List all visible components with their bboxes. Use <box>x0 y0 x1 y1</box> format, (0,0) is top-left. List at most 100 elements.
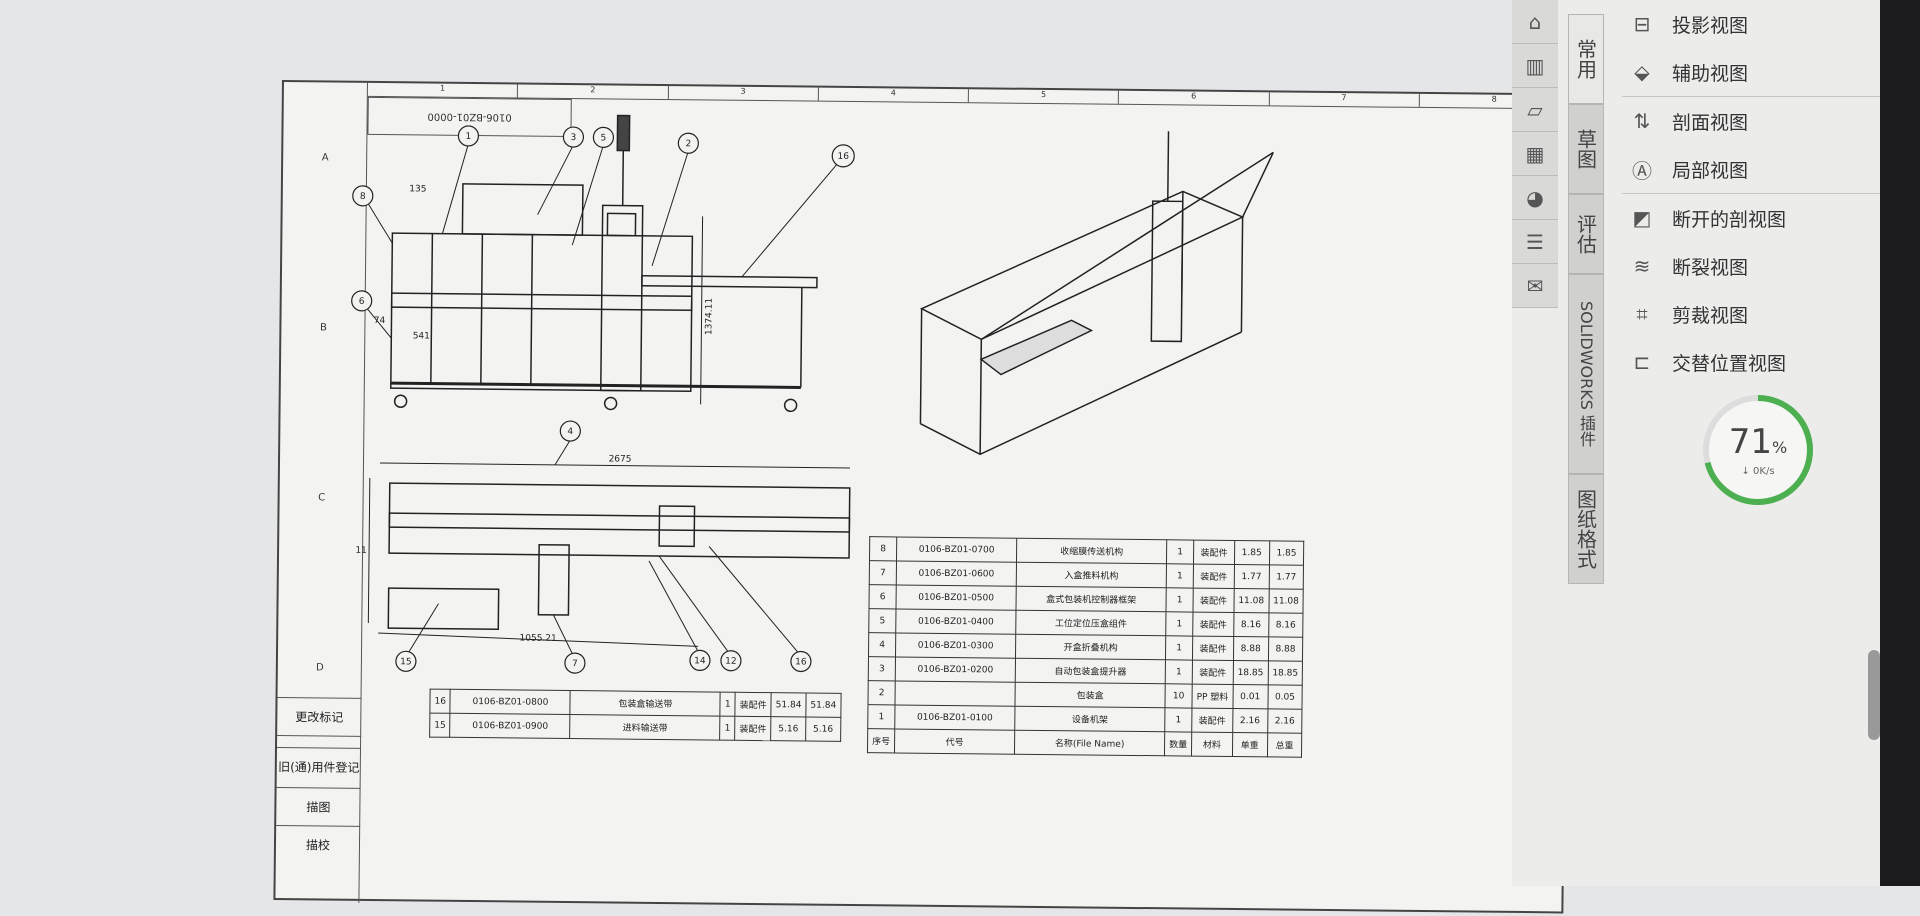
dimension: 74 <box>374 316 386 326</box>
balloon: 12 <box>725 657 737 667</box>
table-cell: 6 <box>868 584 897 609</box>
table-cell <box>895 680 1016 707</box>
table-cell: 设备机架 <box>1014 706 1165 732</box>
table-cell: 0106-BZ01-0400 <box>895 608 1017 635</box>
table-cell: 包装盒 <box>1014 682 1166 708</box>
table-cell: 装配件 <box>734 716 772 741</box>
table-cell: 装配件 <box>1192 612 1234 637</box>
table-cell: 1.77 <box>1268 564 1304 590</box>
table-cell: 0106-BZ01-0900 <box>450 713 571 739</box>
table-cell: 装配件 <box>1191 708 1233 733</box>
table-cell: 11.08 <box>1268 588 1304 614</box>
front-view[interactable] <box>366 113 839 413</box>
home-icon[interactable]: ⌂ <box>1512 0 1558 44</box>
table-cell: 1 <box>1165 587 1194 613</box>
table-cell: 16 <box>429 689 451 714</box>
drawing-sheet[interactable]: 1 2 3 4 5 6 7 8 A B C D 更改标记 旧(通)用件登记 描图… <box>273 80 1572 914</box>
table-cell: 0.05 <box>1267 684 1303 710</box>
table-cell: 装配件 <box>1193 540 1235 565</box>
isometric-view[interactable] <box>919 129 1274 458</box>
menu-item-label: 剪裁视图 <box>1672 304 1749 327</box>
tab-evaluate[interactable]: 评估 <box>1568 194 1604 274</box>
menu-item-label: 局部视图 <box>1672 159 1749 182</box>
table-row: 序号代号名称(File Name)数量材料单重总重 <box>867 728 1302 758</box>
table-cell: 名称(File Name) <box>1014 730 1165 756</box>
menu-item-auxiliary-view[interactable]: ⬙辅助视图 <box>1622 48 1880 96</box>
table-cell: 4 <box>868 632 896 657</box>
folder-icon[interactable]: ▱ <box>1512 88 1558 132</box>
table-cell: 18.85 <box>1232 660 1268 685</box>
menu-item-crop-view[interactable]: ⌗剪裁视图 <box>1622 290 1880 338</box>
table-cell: 1.85 <box>1234 540 1270 565</box>
parts-icon[interactable]: ▥ <box>1512 44 1558 88</box>
menu-item-label: 断裂视图 <box>1672 256 1749 279</box>
table-cell: 材料 <box>1191 732 1233 757</box>
balloon: 7 <box>572 659 578 669</box>
balloon: 2 <box>685 139 691 149</box>
auxiliary-view-icon: ⬙ <box>1634 60 1650 84</box>
table-cell: 装配件 <box>1192 636 1234 661</box>
network-gauge: 71% ↓ 0K/s <box>1700 392 1816 508</box>
gauge-speed: ↓ 0K/s <box>1741 466 1775 477</box>
balloon: 1 <box>465 132 471 142</box>
task-pane-icon-column: ⌂▥▱▦◕☰✉ <box>1512 0 1558 308</box>
menu-separator <box>1622 193 1880 194</box>
menu-item-alternate-position[interactable]: ⊏交替位置视图 <box>1622 338 1880 386</box>
table-cell: 包装盒输送带 <box>570 690 721 717</box>
screen-bezel <box>1880 0 1920 886</box>
tab-sheet-format[interactable]: 图纸格式 <box>1568 474 1604 584</box>
appearance-icon[interactable]: ◕ <box>1512 176 1558 220</box>
table-cell: 10 <box>1164 683 1193 709</box>
menu-item-section-view[interactable]: ⇅剖面视图 <box>1622 97 1880 145</box>
table-cell: 0.01 <box>1232 684 1268 709</box>
menu-item-broken-out-section[interactable]: ◩断开的剖视图 <box>1622 194 1880 242</box>
table-cell: 8.88 <box>1233 636 1269 661</box>
top-view[interactable] <box>367 438 851 658</box>
table-cell: 1 <box>1165 635 1193 661</box>
table-cell: 8.16 <box>1233 612 1269 637</box>
table-cell: 2.16 <box>1267 708 1303 734</box>
detail-view-icon: Ⓐ <box>1632 158 1652 183</box>
command-tabs: 常用 草图 评估 SOLIDWORKS 插件 图纸格式 <box>1568 14 1608 584</box>
table-cell: 3 <box>868 656 896 681</box>
balloon: 15 <box>400 657 412 667</box>
table-cell: 11.08 <box>1233 588 1269 613</box>
scrollbar[interactable] <box>1868 650 1880 740</box>
table-cell: 1.77 <box>1233 564 1269 589</box>
table-cell: 装配件 <box>1193 588 1234 613</box>
balloon: 16 <box>837 152 849 162</box>
section-view-icon: ⇅ <box>1633 109 1651 133</box>
table-cell: 0106-BZ01-0800 <box>450 689 571 715</box>
tab-common[interactable]: 常用 <box>1568 14 1604 104</box>
tab-sketch[interactable]: 草图 <box>1568 104 1604 194</box>
table-cell: 18.85 <box>1267 660 1303 686</box>
table-cell: 51.84 <box>805 693 841 718</box>
table-cell: 51.84 <box>771 692 807 718</box>
forum-icon[interactable]: ✉ <box>1512 264 1558 308</box>
table-cell: 工位定位压盒组件 <box>1015 610 1166 636</box>
table-cell: 0106-BZ01-0200 <box>895 656 1016 683</box>
menu-item-label: 断开的剖视图 <box>1672 208 1787 231</box>
menu-item-detail-view[interactable]: Ⓐ 局部视图 <box>1622 145 1880 193</box>
dimension: 2675 <box>609 454 632 464</box>
drawing-views: 1 3 5 2 16 8 6 4 15 7 14 12 16 135 74 54… <box>351 113 1274 674</box>
menu-item-label: 交替位置视图 <box>1672 352 1787 375</box>
menu-item-projected-view[interactable]: ⊟投影视图 <box>1622 0 1880 48</box>
view-palette-icon[interactable]: ▦ <box>1512 132 1558 176</box>
table-cell: 2.16 <box>1232 708 1268 733</box>
properties-icon[interactable]: ☰ <box>1512 220 1558 264</box>
table-cell: 序号 <box>867 728 895 753</box>
tab-solidworks-addins[interactable]: SOLIDWORKS 插件 <box>1568 274 1604 474</box>
break-view-icon: ≋ <box>1633 254 1651 278</box>
table-cell: 8.16 <box>1268 612 1304 638</box>
menu-item-break-view[interactable]: ≋ 断裂视图 <box>1622 242 1880 290</box>
balloon: 14 <box>694 656 706 666</box>
table-cell: 0106-BZ01-0500 <box>896 584 1017 611</box>
dimension: 1055.21 <box>520 634 557 644</box>
dimension: 11 <box>355 546 367 556</box>
table-cell: 装配件 <box>735 692 772 717</box>
table-cell: 1 <box>720 692 736 717</box>
menu-separator <box>1622 96 1880 97</box>
table-cell: 0106-BZ01-0100 <box>894 704 1015 731</box>
